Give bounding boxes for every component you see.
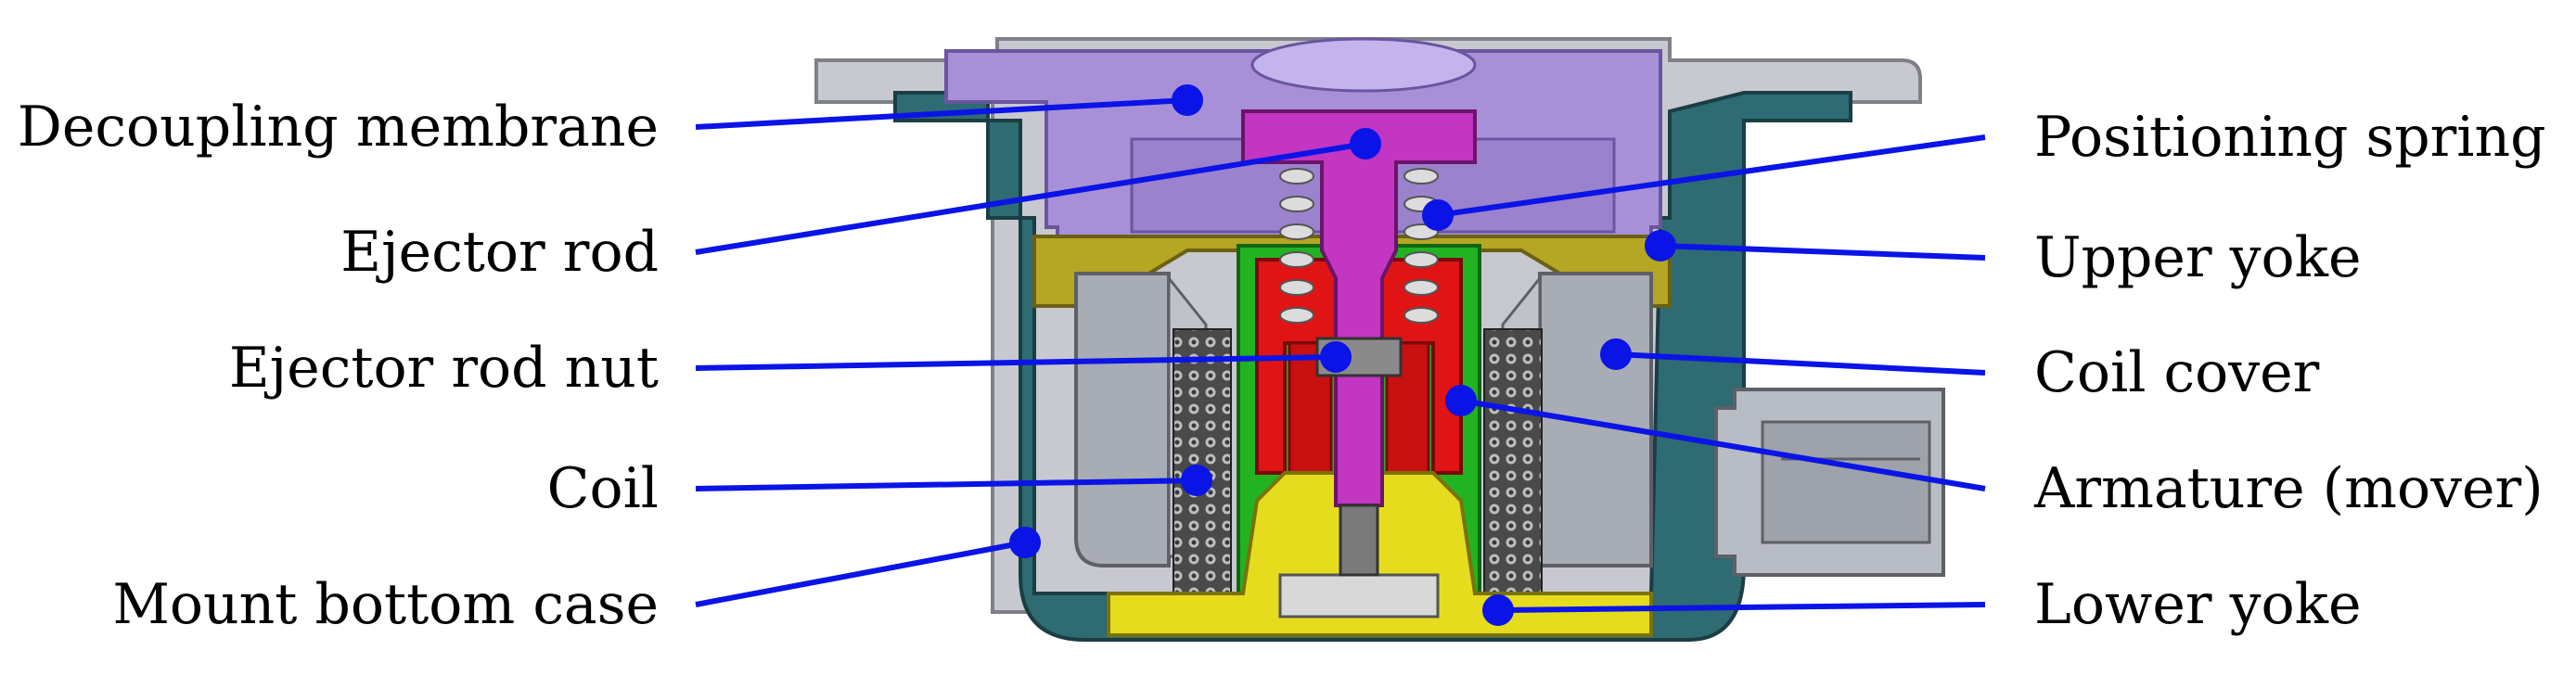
dot-coil bbox=[1181, 465, 1212, 496]
label-ejector-rod: Ejector rod bbox=[340, 220, 659, 285]
label-decoupling-membrane: Decoupling membrane bbox=[17, 95, 659, 159]
connector-plug bbox=[1761, 420, 1931, 544]
leader-armature bbox=[1460, 398, 1986, 491]
label-coil-cover: Coil cover bbox=[2034, 340, 2320, 405]
leader-upper-yoke bbox=[1660, 243, 1986, 261]
dot-mount-bottom-case bbox=[1009, 527, 1041, 558]
coil-cover-right bbox=[1538, 272, 1653, 568]
leader-coil bbox=[695, 478, 1198, 491]
dot-upper-yoke bbox=[1645, 230, 1676, 261]
coil-winding-right bbox=[1483, 328, 1543, 594]
leader-lines bbox=[695, 84, 1986, 626]
coil-winding-left bbox=[1173, 328, 1232, 594]
label-upper-yoke: Upper yoke bbox=[2034, 225, 2362, 290]
dot-ejector-rod bbox=[1350, 128, 1381, 159]
label-armature-mover: Armature (mover) bbox=[2034, 456, 2544, 521]
ejector-rod-lower bbox=[1339, 504, 1379, 577]
leader-ejector-rod-nut bbox=[695, 354, 1337, 371]
bottom-case-shape bbox=[893, 91, 1852, 642]
lower-yoke-shape bbox=[1107, 471, 1653, 637]
label-ejector-rod-nut: Ejector rod nut bbox=[228, 336, 659, 401]
leader-lower-yoke bbox=[1497, 602, 1986, 613]
leader-positioning-spring bbox=[1437, 134, 1986, 218]
dot-armature bbox=[1445, 385, 1477, 416]
dot-positioning-spring bbox=[1422, 199, 1454, 231]
dot-coil-cover bbox=[1600, 338, 1632, 370]
label-coil: Coil bbox=[546, 456, 659, 521]
label-lower-yoke: Lower yoke bbox=[2034, 572, 2362, 637]
coil-cover-left bbox=[1074, 272, 1171, 568]
membrane-top-boss bbox=[1250, 37, 1477, 93]
leader-mount-bottom-case bbox=[695, 540, 1026, 607]
leader-coil-cover bbox=[1615, 351, 1986, 376]
label-mount-bottom-case: Mount bottom case bbox=[112, 572, 659, 637]
leader-decoupling-membrane bbox=[695, 97, 1188, 130]
dot-lower-yoke bbox=[1482, 594, 1514, 626]
leader-ejector-rod bbox=[695, 141, 1366, 255]
label-positioning-spring: Positioning spring bbox=[2034, 105, 2546, 170]
spring-coils-left bbox=[1279, 168, 1314, 324]
lower-yoke-slot bbox=[1278, 573, 1440, 619]
ejector-rod-shape bbox=[1241, 109, 1477, 507]
dot-decoupling-membrane bbox=[1172, 84, 1203, 116]
dot-ejector-rod-nut bbox=[1320, 341, 1352, 373]
